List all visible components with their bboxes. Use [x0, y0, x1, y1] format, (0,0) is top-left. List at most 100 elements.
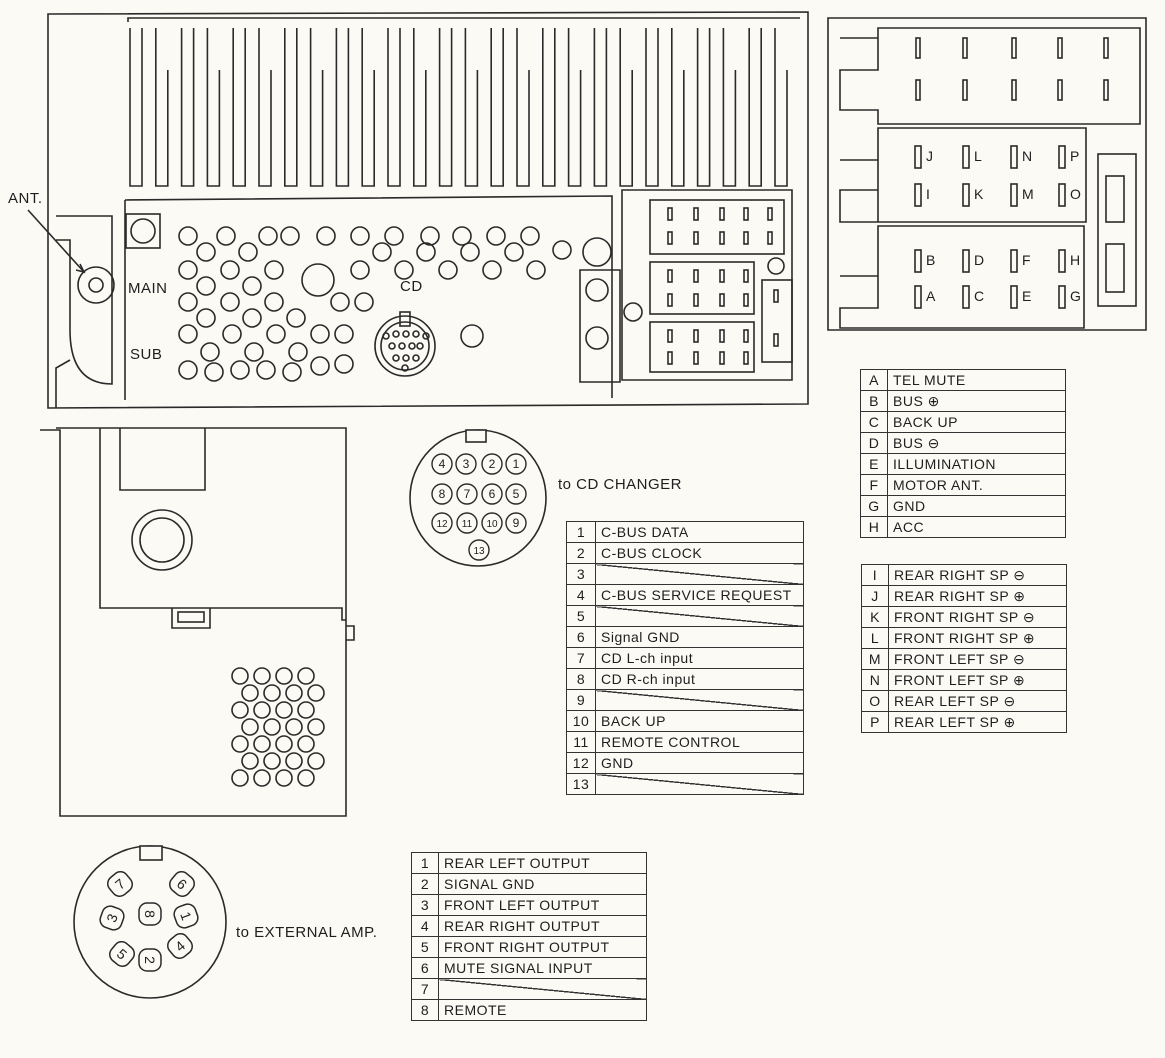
amp-connector-pin-number: 6 [174, 875, 190, 892]
vent-hole [280, 226, 300, 246]
iso-face-slot [1011, 79, 1017, 101]
ventilation-holes [178, 226, 572, 382]
cd-connector-pin [505, 512, 527, 534]
iso-face-slot [915, 37, 921, 59]
pin-id: O [861, 690, 889, 712]
pin-function: C-BUS SERVICE REQUEST [595, 584, 804, 606]
cd-connector-pin-number: 3 [463, 457, 470, 471]
pin-function: ACC [887, 516, 1066, 538]
iso-face-pin-letter: B [926, 252, 936, 268]
din-pin [392, 354, 400, 362]
iso-face-slot [914, 145, 922, 169]
pin-id: 3 [411, 894, 439, 916]
side-vent-hole [231, 667, 249, 685]
cd-connector-pin-number: 2 [489, 457, 496, 471]
iso-face-slot [962, 145, 970, 169]
iso-face-slot [915, 79, 921, 101]
pin-function: TEL MUTE [887, 369, 1066, 391]
cd-connector-pin-number: 12 [436, 519, 448, 530]
pin-function: FRONT LEFT SP ⊕ [888, 669, 1067, 691]
pin-id: 2 [566, 542, 596, 564]
heatsink-fin [361, 28, 375, 187]
iso-face-slot [1058, 145, 1066, 169]
side-vent-hole [263, 718, 281, 736]
cd-din-socket-key [399, 311, 411, 327]
pin-function: MOTOR ANT. [887, 474, 1066, 496]
heatsink-fin [438, 28, 453, 187]
iso-face-pin-letter: F [1022, 252, 1032, 268]
pin-id: G [860, 495, 888, 517]
amp-connector-pin [173, 903, 199, 929]
amp-connector-pin [138, 948, 162, 972]
pin-id: 8 [411, 999, 439, 1021]
pin-id: K [861, 606, 889, 628]
cd-connector-pin-number: 7 [464, 487, 471, 501]
side-vent-hole [307, 684, 325, 702]
iso-face-slot [962, 183, 970, 207]
vent-hole [238, 242, 258, 262]
pin-function [595, 773, 804, 795]
heatsink-fin [258, 28, 272, 187]
pin-id: A [860, 369, 888, 391]
pin-id: C [860, 411, 888, 433]
heatsink-fin [284, 28, 298, 187]
vent-hole [230, 360, 250, 380]
amp-connector-pin-number: 8 [142, 910, 158, 918]
vent-hole [242, 276, 262, 296]
iso-face-pin-letter: K [974, 186, 984, 202]
pin-function [595, 689, 804, 711]
iso-face-slot [962, 37, 968, 59]
iso-face-slot [1103, 79, 1109, 101]
vent-hole [196, 242, 216, 262]
vent-hole [310, 324, 330, 344]
pin-function: CD L-ch input [595, 647, 804, 669]
pin-function: REAR RIGHT SP ⊖ [888, 564, 1067, 586]
iso-slot [693, 351, 699, 365]
cd-connector-pin [481, 483, 503, 505]
iso-face-slot [914, 183, 922, 207]
ground-screw [460, 324, 484, 348]
din-pin [388, 342, 396, 350]
table-row: 7 [411, 978, 647, 1000]
pin-function: FRONT RIGHT OUTPUT [438, 936, 647, 958]
pin-function: REAR RIGHT SP ⊕ [888, 585, 1067, 607]
heatsink-fin [490, 28, 504, 187]
vent-hole [264, 292, 284, 312]
amp-connector-pin-number: 2 [142, 956, 158, 964]
vent-hole [350, 260, 370, 280]
pin-function: GND [887, 495, 1066, 517]
amp-connector-pin [99, 905, 125, 931]
side-vent-hole [231, 701, 249, 719]
din-pin [382, 332, 390, 340]
pin-function: BUS ⊕ [887, 390, 1066, 412]
iso-slot [667, 329, 673, 343]
iso-face-slot [1057, 79, 1063, 101]
side-vent-hole [253, 735, 271, 753]
iso-face-pin-letter: J [926, 148, 934, 164]
cd-din-socket-pins [382, 330, 430, 372]
cd-connector-pin [456, 483, 478, 505]
pin-id: 6 [411, 957, 439, 979]
iso-face-slot [1057, 37, 1063, 59]
side-vent-hole [263, 752, 281, 770]
pin-function [595, 563, 804, 585]
pin-id: 5 [411, 936, 439, 958]
side-vent-hole [241, 684, 259, 702]
iso-face-slot [1058, 183, 1066, 207]
pin-id: B [860, 390, 888, 412]
cd-label: CD [400, 278, 423, 295]
iso-face-pin-letter: I [926, 186, 931, 202]
side-vent-hole [307, 718, 325, 736]
vent-hole [552, 240, 572, 260]
table-row: 5 [566, 605, 804, 627]
antenna-pointer-arrow [75, 263, 86, 274]
vent-hole [486, 226, 506, 246]
sub-label: SUB [130, 346, 163, 363]
